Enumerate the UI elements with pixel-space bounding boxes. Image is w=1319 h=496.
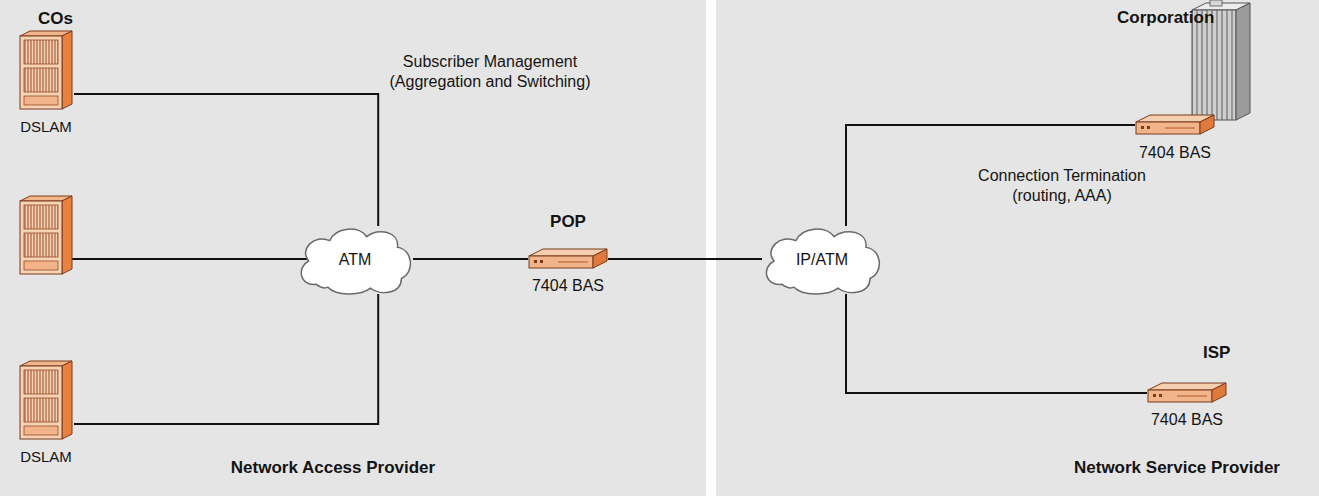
provider-title: Network Access Provider	[0, 458, 666, 478]
router-icon	[529, 249, 607, 268]
dslam-shape	[18, 360, 74, 440]
router-node: POP7404 BAS	[528, 248, 608, 270]
cloud-outline	[301, 229, 410, 294]
group-heading: COs	[38, 8, 73, 29]
router-shape	[528, 248, 608, 270]
dslam-node: DSLAM	[18, 360, 74, 440]
network-cloud: ATM	[297, 226, 413, 294]
cloud-outline	[766, 229, 879, 294]
provider-panel: Network Service Provider IP/ATM Corporatio…	[716, 0, 1319, 496]
device-label: 7404 BAS	[1139, 143, 1211, 162]
building-side	[1236, 3, 1250, 120]
device-label: IP/ATM	[796, 250, 848, 269]
device-label: 7404 BAS	[1151, 410, 1223, 429]
device-label: 7404 BAS	[532, 276, 604, 295]
wire	[72, 258, 320, 260]
building-roof-box	[1210, 0, 1222, 6]
network-link	[74, 94, 378, 226]
provider-panel: Network Access ProviderDSLAMDSLAMATMPOP7…	[0, 0, 706, 496]
role-note: Connection Termination (routing, AAA)	[962, 166, 1162, 206]
router-shape	[1147, 382, 1227, 404]
device-label: DSLAM	[20, 118, 72, 136]
network-link	[74, 294, 378, 424]
dslam-icon	[20, 196, 72, 274]
network-cloud: IP/ATM	[762, 226, 882, 294]
device-label: DSLAM	[20, 448, 72, 466]
network-link	[413, 258, 528, 260]
dslam-node: DSLAM	[18, 30, 74, 110]
panel-ground	[716, 0, 1319, 496]
network-link	[846, 294, 1147, 393]
router-icon	[1148, 383, 1226, 402]
site-heading: ISP	[1203, 343, 1230, 363]
router-shape	[1135, 114, 1215, 136]
router-icon	[1136, 115, 1214, 134]
panel-ground	[0, 0, 706, 496]
router-node: Corporation7404 BAS	[1135, 114, 1215, 136]
provider-title: Network Service Provider	[716, 458, 1319, 478]
role-note: Subscriber Management (Aggregation and S…	[375, 52, 605, 92]
dslam-shape	[18, 30, 74, 110]
site-heading: POP	[550, 212, 586, 232]
dslam-icon	[20, 31, 72, 109]
network-link	[608, 258, 762, 260]
site-heading: Corporation	[1117, 8, 1214, 28]
dslam-icon	[20, 361, 72, 439]
router-node: ISP7404 BAS	[1147, 382, 1227, 404]
device-label: ATM	[339, 250, 372, 269]
